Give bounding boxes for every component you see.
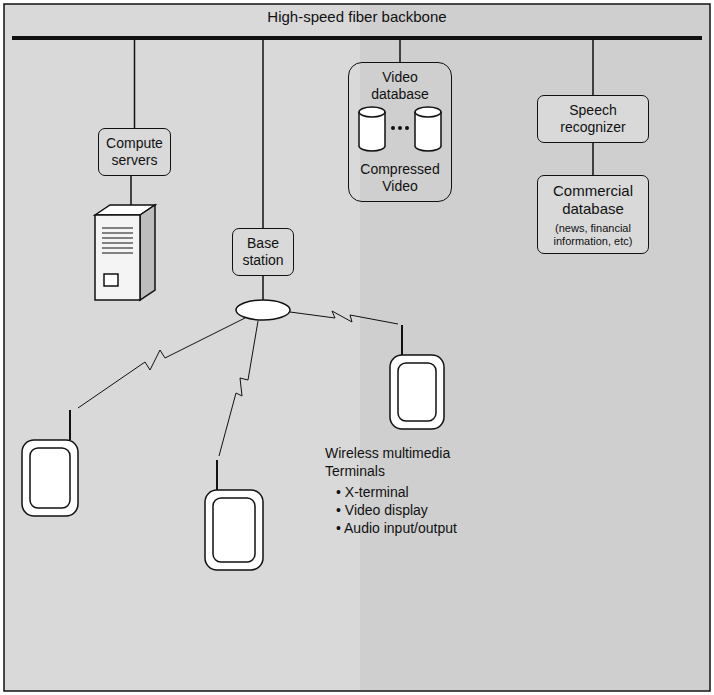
node-title: Speech recognizer <box>544 102 642 136</box>
node-note: (news, financial information, etc) <box>544 222 642 247</box>
terminal-device <box>205 460 263 570</box>
terminal-caption: Wireless multimedia Terminals <box>325 445 495 480</box>
server-link <box>130 170 132 210</box>
radio-links <box>78 311 398 456</box>
node-note: Compressed Video <box>355 161 445 195</box>
server-tower <box>95 205 155 300</box>
network-link <box>399 40 401 62</box>
feature-item: • X-terminal <box>336 484 409 502</box>
node-title: High-speed fiber backbone <box>12 8 702 26</box>
frame <box>4 4 710 691</box>
node-title: Video database <box>355 69 445 103</box>
network-link <box>262 40 264 228</box>
terminal-device <box>22 410 78 516</box>
node-title: Base station <box>239 235 287 269</box>
recognizer-box: Speech recognizer <box>537 95 649 143</box>
server-box: Compute servers <box>98 128 171 176</box>
ellipsis-dots <box>391 126 409 130</box>
database-box: Commercial database (news, financial info… <box>537 175 649 254</box>
database-box: Video databaseCompressed Video <box>348 62 452 202</box>
terminal-device <box>390 325 444 429</box>
fiber-line <box>12 36 702 40</box>
node-title: Compute servers <box>105 135 164 169</box>
backbone-bus: High-speed fiber backbone <box>12 8 702 40</box>
shade <box>360 5 709 690</box>
network-link <box>592 40 594 95</box>
node-title: Commercial database <box>544 182 642 218</box>
network-link <box>134 40 136 128</box>
antenna-dish <box>236 300 290 320</box>
feature-item: • Video display <box>336 502 428 520</box>
feature-item: • Audio input/output <box>336 520 457 538</box>
station-box: Base station <box>232 228 294 276</box>
disk-cylinders <box>359 107 441 151</box>
network-link <box>592 143 594 175</box>
